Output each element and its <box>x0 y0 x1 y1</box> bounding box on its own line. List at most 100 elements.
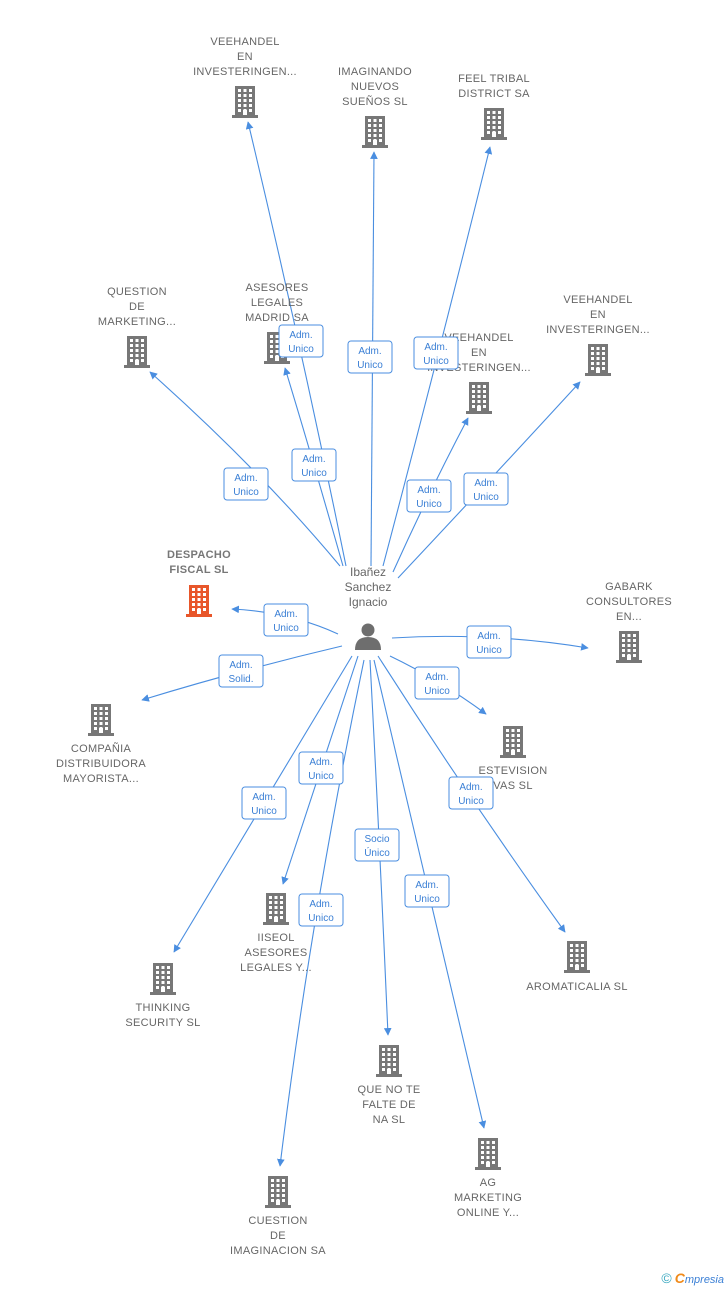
company-name-line: IMAGINANDO <box>338 66 412 78</box>
relation-label-question-marketing[interactable]: Adm. Unico <box>223 467 269 501</box>
company-name-line: CUESTION <box>248 1215 307 1227</box>
company-name-line: MARKETING <box>454 1192 522 1204</box>
relation-label-line: Adm. <box>289 330 312 341</box>
company-name-line: EN <box>237 51 253 63</box>
relation-label-line: Único <box>364 846 390 859</box>
building-icon[interactable] <box>481 108 507 140</box>
company-name-line: IISEOL <box>257 932 294 944</box>
company-node-ag-marketing[interactable]: AG MARKETING ONLINE Y... <box>454 1138 522 1219</box>
relation-label-veehandel-mid[interactable]: Adm.Unico <box>406 479 452 513</box>
building-icon[interactable] <box>186 585 212 617</box>
company-name-line: ONLINE Y... <box>457 1207 519 1219</box>
company-name-line: DISTRICT SA <box>458 88 530 100</box>
company-node-aromaticalia[interactable]: AROMATICALIA SL <box>526 941 628 993</box>
building-icon[interactable] <box>376 1045 402 1077</box>
company-name-line: AG <box>480 1177 497 1189</box>
company-name-line: ESTEVISION <box>478 765 547 777</box>
building-icon[interactable] <box>232 86 258 118</box>
relation-label-imaginando[interactable]: Adm. Unico <box>347 340 393 374</box>
relation-label-line: Unico <box>476 645 502 656</box>
company-name-line: VAS SL <box>493 780 533 792</box>
relation-label-line: Adm. <box>477 631 500 642</box>
relation-label-line: Adm. <box>358 346 381 357</box>
relation-label-line: Unico <box>414 894 440 905</box>
relation-label-line: Unico <box>233 487 259 498</box>
brand-logo-initial: C <box>674 1270 685 1286</box>
relation-label-line: Unico <box>288 344 314 355</box>
relation-label-despacho-fiscal[interactable]: Adm.Unico <box>263 603 309 637</box>
copyright-symbol: © <box>661 1270 672 1286</box>
relation-label-line: Unico <box>424 686 450 697</box>
relation-label-aromaticalia[interactable]: Adm.Unico <box>448 776 494 810</box>
company-name-line: MADRID SA <box>245 312 309 324</box>
company-name-line: DESPACHO <box>167 549 231 561</box>
relation-label-line: Unico <box>308 771 334 782</box>
building-icon[interactable] <box>88 704 114 736</box>
company-node-gabark[interactable]: GABARKCONSULTORESEN... <box>586 581 672 663</box>
company-name-line: FISCAL SL <box>169 564 228 576</box>
company-name-line: SECURITY SL <box>125 1017 200 1029</box>
relation-label-cuestion-imaginacion[interactable]: Adm.Unico <box>298 893 344 927</box>
brand-logo-text: mpresia <box>684 1274 724 1286</box>
relation-label-line: Adm. <box>425 672 448 683</box>
relation-label-asesores-legales[interactable]: Adm.Unico <box>291 448 337 482</box>
building-icon[interactable] <box>500 726 526 758</box>
relation-label-gabark[interactable]: Adm. Unico <box>466 625 512 659</box>
building-icon[interactable] <box>616 631 642 663</box>
relation-label-line: Unico <box>251 806 277 817</box>
company-name-line: DISTRIBUIDORA <box>56 758 146 770</box>
relation-label-line: Adm. <box>309 757 332 768</box>
relation-label-line: Unico <box>308 913 334 924</box>
relation-label-iiseol[interactable]: Adm. Unico <box>298 751 344 785</box>
building-icon[interactable] <box>466 382 492 414</box>
company-name-line: CONSULTORES <box>586 596 672 608</box>
relation-label-feel-tribal[interactable]: Adm.Unico <box>413 336 459 370</box>
company-node-thinking-security[interactable]: THINKING SECURITY SL <box>125 963 200 1029</box>
building-icon[interactable] <box>564 941 590 973</box>
relation-label-line: Solid. <box>228 674 253 685</box>
relation-label-compania-distribuidora[interactable]: Adm.Solid. <box>218 654 264 688</box>
company-name-line: LEGALES Y... <box>240 962 312 974</box>
relation-label-line: Unico <box>357 360 383 371</box>
company-name-line: ASESORES <box>245 947 308 959</box>
company-name-line: ASESORES <box>246 282 309 294</box>
person-name-line: Ibañez <box>350 565 386 579</box>
company-name-line: THINKING <box>136 1002 191 1014</box>
brand-footer[interactable]: © Cmpresia <box>661 1270 724 1286</box>
relation-label-veehandel-right[interactable]: Adm.Unico <box>463 472 509 506</box>
company-name-line: DE <box>129 301 145 313</box>
building-icon[interactable] <box>475 1138 501 1170</box>
relation-label-veehandel-top[interactable]: Adm. Unico <box>278 324 324 358</box>
relation-label-line: Adm. <box>302 454 325 465</box>
building-icon[interactable] <box>263 893 289 925</box>
relation-label-line: Unico <box>473 492 499 503</box>
relation-label-line: Adm. <box>234 473 257 484</box>
company-name-line: EN... <box>616 611 642 623</box>
company-node-question-marketing[interactable]: QUESTIONDEMARKETING... <box>98 286 176 368</box>
relation-label-estevision[interactable]: Adm. Unico <box>414 666 460 700</box>
relation-label-ag-marketing[interactable]: Adm.Unico <box>404 874 450 908</box>
building-icon[interactable] <box>124 336 150 368</box>
person-name-line: Sanchez <box>345 580 392 594</box>
company-node-veehandel-right[interactable]: VEEHANDELENINVESTERINGEN... <box>546 294 650 376</box>
company-name-line: VEEHANDEL <box>563 294 632 306</box>
company-node-veehandel-top[interactable]: VEEHANDELENINVESTERINGEN... <box>193 36 297 118</box>
company-node-despacho-fiscal[interactable]: DESPACHO FISCAL SL <box>167 549 231 617</box>
building-icon[interactable] <box>265 1176 291 1208</box>
building-icon[interactable] <box>585 344 611 376</box>
building-icon[interactable] <box>362 116 388 148</box>
company-node-compania-distribuidora[interactable]: COMPAÑIADISTRIBUIDORAMAYORISTA... <box>56 704 146 785</box>
company-node-iiseol[interactable]: IISEOL ASESORES LEGALES Y... <box>240 893 312 974</box>
company-name-line: FALTE DE <box>362 1099 416 1111</box>
building-icon[interactable] <box>150 963 176 995</box>
relation-label-thinking-security[interactable]: Adm.Unico <box>241 786 287 820</box>
company-node-estevision[interactable]: ESTEVISION VAS SL <box>478 726 547 792</box>
